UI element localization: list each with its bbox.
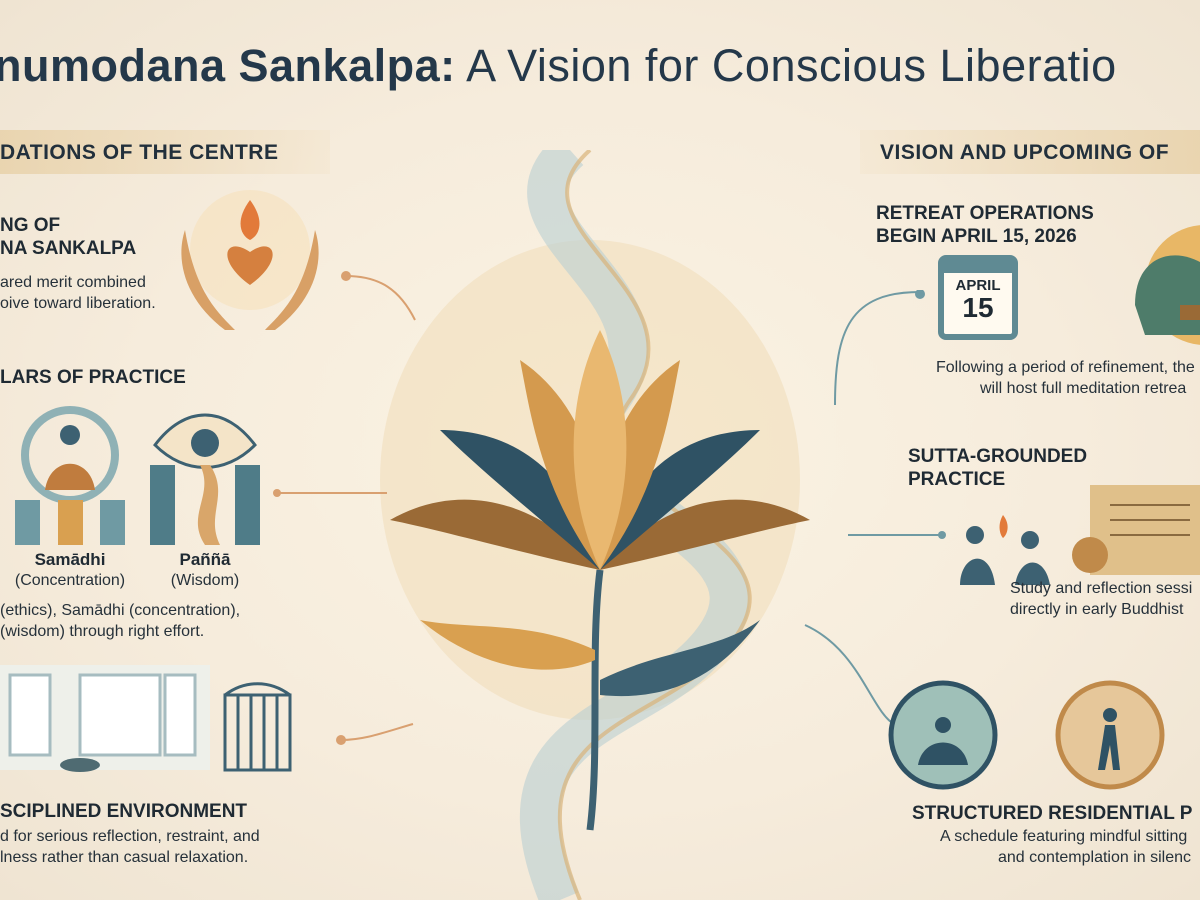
meditation-circle-icon <box>888 680 998 790</box>
scroll-scripture-icon <box>1072 485 1200 575</box>
connector-line <box>341 271 416 321</box>
pillar-samadhi: Samādhi(Concentration) <box>14 550 126 589</box>
connector-line <box>336 723 414 745</box>
meditating-figure-pillars-icon <box>15 406 125 545</box>
environment-text: d for serious reflection, restraint, and… <box>0 828 260 866</box>
forest-retreat-illustration <box>1135 225 1200 345</box>
right-section-header: VISION AND UPCOMING OF <box>880 141 1170 164</box>
practitioners-candle-icon <box>960 515 1050 585</box>
connector-line <box>834 290 925 406</box>
lotus-river-illustration <box>380 150 810 900</box>
pillars-title: LARS OF PRACTICE <box>0 367 186 388</box>
right-section-banner <box>860 130 1200 174</box>
page-title: numodana Sankalpa: A Vision for Consciou… <box>0 40 1117 91</box>
connector-line <box>848 531 946 539</box>
eye-pillars-path-icon <box>150 413 260 545</box>
connector-line <box>273 489 387 497</box>
left-section-banner <box>0 130 330 174</box>
pillars-text: (ethics), Samādhi (concentration),(wisdo… <box>0 602 241 640</box>
environment-title: SCIPLINED ENVIRONMENT <box>0 801 248 822</box>
lotus-flower-icon <box>390 330 810 570</box>
left-section-header: DATIONS OF THE CENTRE <box>0 141 279 164</box>
connector-line <box>804 624 896 726</box>
meditation-hall-gate-illustration <box>0 665 292 772</box>
pillar-panna: Paññā(Wisdom) <box>170 550 240 589</box>
calendar-icon: APRIL 15 <box>938 255 1018 340</box>
offering-hands-heart-icon <box>181 190 319 330</box>
walking-meditation-circle-icon <box>1055 680 1165 790</box>
residential-title: STRUCTURED RESIDENTIAL P <box>912 803 1193 824</box>
